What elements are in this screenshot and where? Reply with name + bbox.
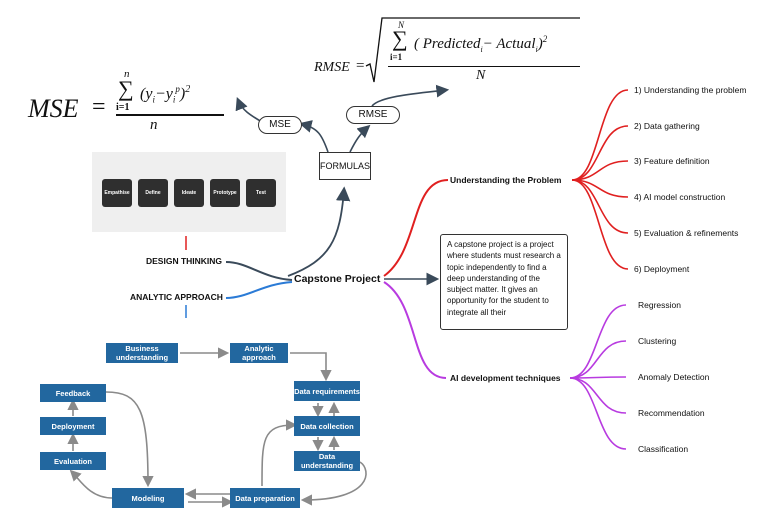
capstone-project-node: Capstone Project xyxy=(294,273,381,285)
edge-ai-5 xyxy=(569,377,627,450)
edge-center-ai xyxy=(383,281,447,379)
rmse-sum-bottom: i=1 xyxy=(390,52,403,62)
problem-step-6: 6) Deployment xyxy=(634,264,690,274)
problem-step-4: 4) AI model construction xyxy=(634,192,726,202)
mse-node: MSE xyxy=(258,116,302,134)
dt-step-define: Define xyxy=(138,179,168,207)
edge-center-analytic xyxy=(225,281,293,299)
understanding-problem-node: Understanding the Problem xyxy=(450,175,562,185)
edge-problem-3 xyxy=(571,160,629,181)
rmse-numerator: ( Predicted xyxy=(414,36,481,52)
ai-technique-clustering: Clustering xyxy=(638,336,677,346)
flow-dp-dc xyxy=(261,419,298,487)
flow-data-collection: Data collection xyxy=(294,416,360,436)
edge-formulas-rmse xyxy=(349,124,371,153)
flow-modeling: Modeling xyxy=(112,488,184,508)
rmse-sum-top: N xyxy=(398,20,405,30)
dt-step-empathise: Empathise xyxy=(102,179,132,207)
edge-center-design xyxy=(225,261,293,281)
flow-deployment: Deployment xyxy=(40,417,106,435)
edge-problem-1 xyxy=(571,89,629,181)
mse-sum-top: n xyxy=(124,68,130,80)
edge-formulas-mse xyxy=(298,120,329,153)
edge-ai-1 xyxy=(569,304,627,379)
flow-feedback-model xyxy=(105,391,154,488)
problem-step-2: 2) Data gathering xyxy=(634,121,700,131)
flow-feedback: Feedback xyxy=(40,384,106,402)
mse-formula: MSE = n ∑ i=1 (yi−yip)2 n xyxy=(28,68,228,142)
rmse-radical xyxy=(365,17,580,83)
flow-aa-dr xyxy=(290,352,332,382)
ai-technique-classification: Classification xyxy=(638,444,689,454)
design-thinking-image: Empathise Define Ideate Prototype Test xyxy=(92,152,286,232)
ai-technique-anomaly: Anomaly Detection xyxy=(638,372,710,382)
flow-data-understanding: Data understanding xyxy=(294,451,360,471)
rmse-denominator: N xyxy=(476,68,486,83)
edge-problem-6 xyxy=(571,179,629,270)
ai-technique-recommendation: Recommendation xyxy=(638,408,705,418)
dt-step-ideate: Ideate xyxy=(174,179,204,207)
edge-center-problem xyxy=(383,179,449,277)
mse-denominator: n xyxy=(150,117,158,133)
analytic-approach-label: ANALYTIC APPROACH xyxy=(130,292,223,302)
rmse-formula: RMSE = N ∑ i=1 ( Predictedi− Actuali)2 N xyxy=(308,14,588,86)
rmse-fraction-bar xyxy=(388,66,580,68)
edge-rmse-formula xyxy=(371,84,450,107)
problem-step-3: 3) Feature definition xyxy=(634,156,710,166)
flow-data-preparation: Data preparation xyxy=(230,488,300,508)
edge-ai-4 xyxy=(569,377,627,414)
flow-model-eval xyxy=(69,469,113,499)
problem-step-5: 5) Evaluation & refinements xyxy=(634,228,739,238)
ai-technique-regression: Regression xyxy=(638,300,681,310)
ai-techniques-node: AI development techniques xyxy=(450,373,561,383)
rmse-node: RMSE xyxy=(346,106,400,124)
mse-numerator: (y xyxy=(140,85,153,103)
rmse-formula-lhs: RMSE xyxy=(314,60,350,75)
edge-problem-2 xyxy=(571,125,629,181)
flow-du-dp xyxy=(300,461,367,506)
problem-step-1: 1) Understanding the problem xyxy=(634,85,747,95)
design-thinking-label: DESIGN THINKING xyxy=(146,256,223,266)
edge-mse-formula xyxy=(235,97,263,123)
flow-analytic-approach: Analytic approach xyxy=(230,343,288,363)
formulas-node: FORMULAS xyxy=(319,152,371,180)
flow-business-understanding: Business understanding xyxy=(106,343,178,363)
edge-ai-2 xyxy=(569,340,627,379)
dt-step-test: Test xyxy=(246,179,276,207)
mse-fraction-bar xyxy=(116,114,224,116)
capstone-description-box: A capstone project is a project where st… xyxy=(440,234,568,330)
mse-sum-bottom: i=1 xyxy=(116,102,130,113)
edge-center-formulas xyxy=(287,186,351,277)
dt-step-prototype: Prototype xyxy=(210,179,240,207)
mse-formula-lhs: MSE xyxy=(28,94,79,123)
flow-evaluation: Evaluation xyxy=(40,452,106,470)
flow-data-requirements: Data requirements xyxy=(294,381,360,401)
edge-problem-5 xyxy=(571,179,629,234)
